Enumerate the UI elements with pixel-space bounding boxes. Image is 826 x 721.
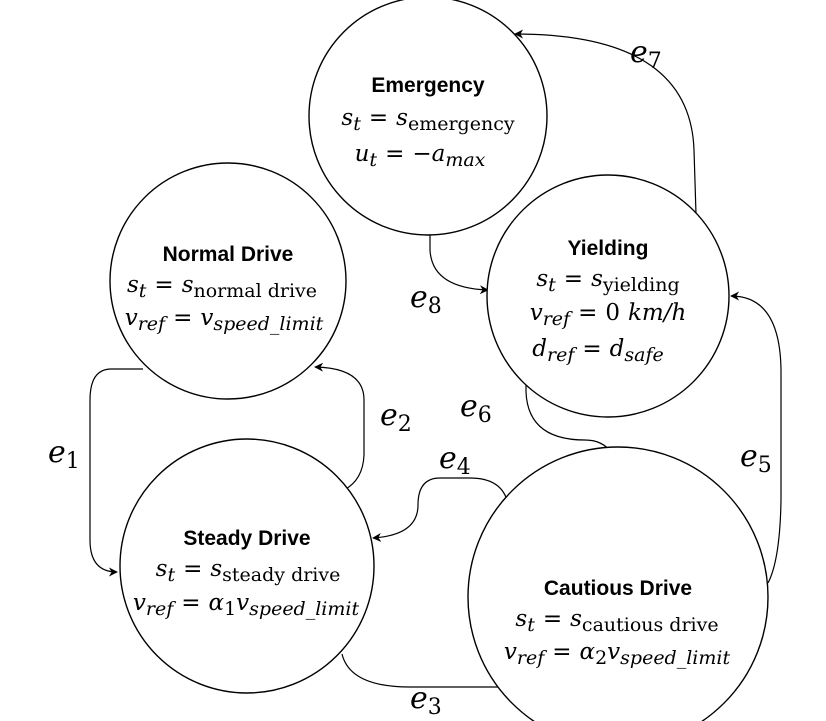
- node-steady-drive: Steady Drive st=ssteady drive vref=α1vsp…: [119, 438, 375, 694]
- edge-label-e5: e5: [740, 439, 772, 478]
- edge-label-e3: e3: [410, 681, 442, 720]
- node-normal-drive-circle: [109, 162, 347, 400]
- node-normal-drive-state: st=snormal drive: [127, 272, 317, 302]
- node-yielding-title: Yielding: [568, 237, 649, 260]
- edge-labels: e1 e2 e3 e4 e5 e6 e7 e8: [48, 35, 772, 720]
- edge-e1: [89, 368, 143, 577]
- node-normal-drive-command: vref=vspeed_limit: [125, 305, 324, 335]
- node-cautious-drive-circle: [467, 446, 769, 721]
- edge-e4: [372, 477, 513, 542]
- node-yielding-circle: [486, 174, 730, 418]
- node-cautious-drive-command: vref=α2vspeed_limit: [504, 639, 731, 669]
- node-cautious-drive: Cautious Drive st=scautious drive vref=α…: [467, 446, 769, 721]
- edge-label-e8: e8: [410, 280, 442, 319]
- node-emergency-command: ut=−amax: [355, 141, 486, 171]
- edge-label-e1: e1: [48, 435, 80, 474]
- edge-e2: [314, 362, 365, 491]
- node-steady-drive-state: st=ssteady drive: [156, 556, 341, 586]
- edge-label-e6: e6: [460, 389, 492, 428]
- node-yielding-distance: dref=dsafe: [532, 336, 663, 366]
- node-cautious-drive-title: Cautious Drive: [544, 577, 692, 600]
- edges: [89, 29, 782, 692]
- node-cautious-drive-state: st=scautious drive: [515, 606, 718, 636]
- edge-e5: [730, 291, 782, 584]
- node-emergency-title: Emergency: [371, 74, 485, 97]
- node-steady-drive-command: vref=α1vspeed_limit: [133, 590, 360, 620]
- node-yielding-state: st=syielding: [536, 266, 679, 296]
- edge-e7: [514, 29, 697, 215]
- node-emergency: Emergency st=semergency ut=−amax: [308, 0, 548, 236]
- node-steady-drive-circle: [119, 438, 375, 694]
- node-steady-drive-title: Steady Drive: [183, 527, 310, 550]
- edge-label-e7: e7: [630, 35, 662, 74]
- edge-label-e4: e4: [439, 441, 471, 480]
- edge-e3: [341, 653, 516, 692]
- edge-label-e2: e2: [380, 398, 412, 437]
- node-emergency-state: st=semergency: [341, 105, 514, 135]
- edge-e8: [429, 231, 489, 295]
- node-normal-drive-title: Normal Drive: [163, 243, 294, 266]
- node-emergency-circle: [308, 0, 548, 236]
- node-normal-drive: Normal Drive st=snormal drive vref=vspee…: [109, 162, 347, 400]
